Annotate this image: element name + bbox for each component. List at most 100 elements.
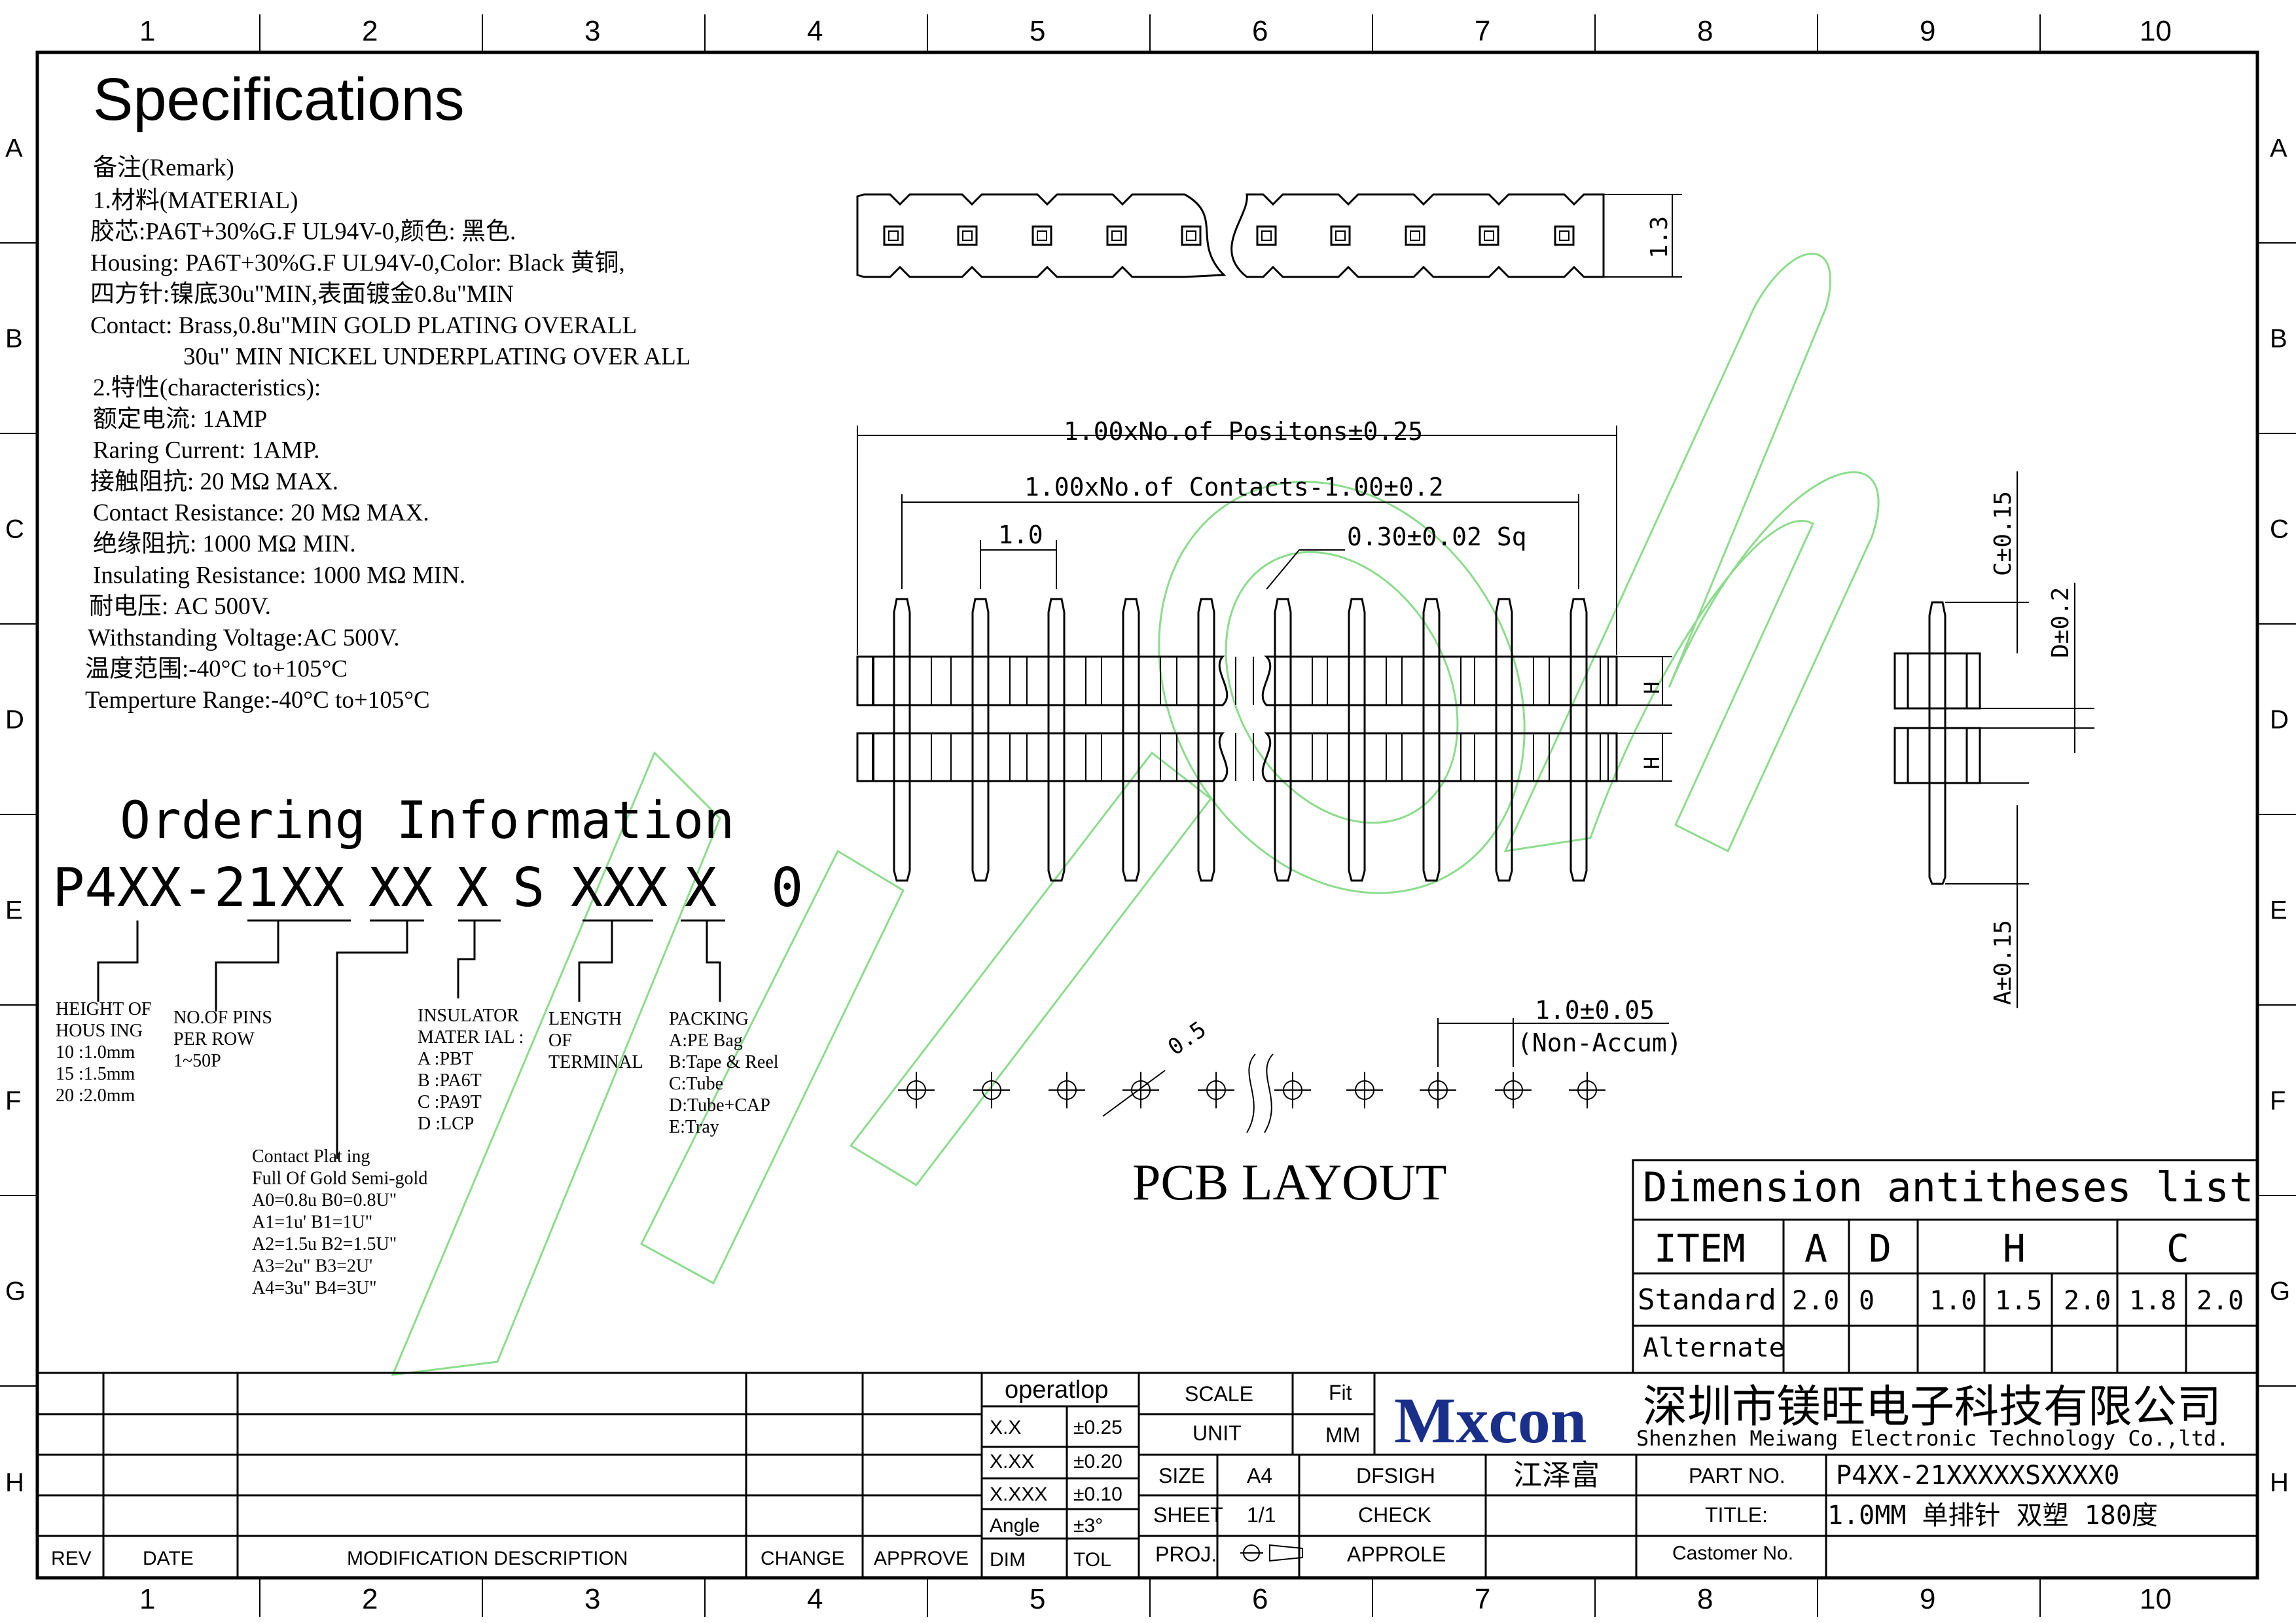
plating-option: A4=3u" B4=3U" — [252, 1278, 377, 1298]
remark-line: Insulating Resistance: 1000 MΩ MIN. — [93, 562, 465, 589]
insulator-option: A :PBT — [418, 1049, 473, 1069]
packing-option: E:Tray — [669, 1117, 719, 1137]
scale-label: SCALE — [1185, 1382, 1253, 1406]
title-value: 1.0MM 单排针 双塑 180度 — [1827, 1501, 2158, 1531]
packing-option: PACKING — [669, 1009, 749, 1029]
grid-col-label: 4 — [807, 1583, 823, 1615]
plating-option: A0=0.8u B0=0.8U" — [252, 1190, 397, 1211]
plating-option: A2=1.5u B2=1.5U" — [252, 1234, 397, 1254]
grid-col-label: 9 — [1920, 15, 1935, 47]
top-view: 1.3 — [856, 193, 1682, 278]
remark-lines: 1.材料(MATERIAL)胶芯:PA6T+30%G.F UL94V-0,颜色:… — [85, 187, 691, 714]
remark-line: 四方针:镍底30u"MIN,表面镀金0.8u"MIN — [90, 280, 514, 308]
grid-col-label: 6 — [1252, 15, 1268, 47]
grid-row-label: F — [5, 1087, 21, 1116]
side-view: C±0.15 D±0.2 A±0.15 — [1893, 471, 2094, 1008]
grid-row-label: D — [5, 706, 24, 735]
pins-option: NO.OF PINS — [173, 1008, 272, 1028]
grid-col-label: 6 — [1252, 1583, 1268, 1615]
grid-row-label: H — [5, 1468, 24, 1497]
contacts-dim: 1.00xNo.of Contacts-1.00±0.2 — [1024, 473, 1444, 501]
insulator-option: INSULATOR — [418, 1006, 519, 1026]
grid-row-label: G — [2270, 1277, 2290, 1306]
remark-line: 温度范围:-40°C to+105°C — [85, 655, 348, 683]
positions-dim: 1.00xNo.of Positons±0.25 — [1064, 417, 1423, 446]
tolerance-dim: Angle — [990, 1515, 1040, 1537]
company-logo: Mxcon — [1394, 1384, 1587, 1457]
grid-col-label: 5 — [1030, 1583, 1045, 1615]
revision-header: REV — [51, 1548, 92, 1569]
plating-option: Contact Plat ing — [252, 1146, 370, 1167]
tolerance-dim: X.X — [990, 1417, 1021, 1438]
packing-option: B:Tape & Reel — [669, 1052, 779, 1072]
front-view: 1.00xNo.of Positons±0.25 1.00xNo.of Cont… — [856, 417, 1672, 882]
height-option: HEIGHT OF — [56, 999, 151, 1019]
insulator-option: D :LCP — [418, 1114, 474, 1134]
grid-row-label: E — [5, 896, 23, 925]
size-label: SIZE — [1158, 1464, 1205, 1487]
part-no-label: PART NO. — [1689, 1464, 1785, 1487]
grid-col-label: 8 — [1697, 1583, 1713, 1615]
ordering-code-part: X — [685, 857, 717, 919]
part-no-value: P4XX-21XXXXXSXXXX0 — [1836, 1461, 2119, 1491]
tolerance-value: TOL — [1073, 1549, 1111, 1571]
dim-table-header: C — [2166, 1226, 2189, 1271]
plating-option: A1=1u' B1=1U" — [252, 1213, 372, 1233]
h-dim-top: H — [1640, 682, 1664, 694]
scale-value: Fit — [1329, 1381, 1352, 1404]
customer-no-label: Castomer No. — [1672, 1542, 1793, 1564]
remark-line: 额定电流: 1AMP — [93, 405, 267, 433]
dim-table-cell: 2.0 — [1792, 1286, 1839, 1316]
pitch-dim: 1.0 — [998, 520, 1043, 549]
plating-option: A3=2u" B3=2U' — [252, 1256, 372, 1277]
grid-col-label: 1 — [139, 1583, 155, 1615]
grid-col-label: 10 — [2140, 1583, 2172, 1615]
ordering-code-part: XXX — [571, 857, 668, 919]
sheet-label: SHEET — [1153, 1503, 1223, 1527]
revision-header: DATE — [143, 1548, 194, 1569]
remark-line: 耐电压: AC 500V. — [89, 593, 271, 620]
height-option: HOUS ING — [56, 1021, 143, 1041]
tolerance-value: ±3° — [1073, 1515, 1103, 1537]
revision-header: CHANGE — [761, 1548, 844, 1569]
remark-line: Contact: Brass,0.8u"MIN GOLD PLATING OVE… — [90, 312, 637, 339]
tolerance-value: ±0.10 — [1073, 1484, 1122, 1505]
grid-row-label: H — [2270, 1468, 2289, 1497]
pcb-pitch-dim: 1.0±0.05 — [1535, 996, 1655, 1025]
pins-option: PER ROW — [173, 1029, 255, 1049]
packing-option: C:Tube — [669, 1074, 723, 1094]
a-dim: A±0.15 — [1990, 920, 2017, 1005]
remark-line: Raring Current: 1AMP. — [93, 437, 319, 464]
grid-row-label: B — [2270, 325, 2287, 354]
ordering-code-part: S — [512, 857, 545, 919]
dim-table-cell: 1.0 — [1929, 1286, 1977, 1316]
remark-line: 30u" MIN NICKEL UNDERPLATING OVER ALL — [183, 344, 691, 371]
unit-label: UNIT — [1193, 1421, 1242, 1445]
ordering-heading: Ordering Information — [120, 792, 734, 850]
grid-row-label: C — [5, 515, 24, 544]
grid-col-label: 2 — [362, 15, 378, 47]
dim-table-cell: 1.5 — [1995, 1286, 2042, 1316]
grid-col-label: 7 — [1475, 1583, 1490, 1615]
projection-label: PROJ. — [1155, 1542, 1217, 1566]
dim-table-header: H — [2003, 1226, 2026, 1271]
packing-option: D:Tube+CAP — [669, 1095, 770, 1116]
length-option: TERMINAL — [548, 1052, 643, 1072]
insulator-option: MATER IAL : — [418, 1027, 524, 1048]
ordering-leaders — [97, 919, 725, 1159]
plating-option: Full Of Gold Semi-gold — [252, 1169, 427, 1189]
operatlop-label: operatlop — [1005, 1376, 1108, 1404]
remark-line: Temperture Range:-40°C to+105°C — [85, 687, 430, 714]
sheet-value: 1/1 — [1247, 1503, 1276, 1527]
dim-table-cell: 1.8 — [2129, 1286, 2176, 1316]
grid-col-label: 9 — [1920, 1583, 1935, 1615]
page-title: Specifications — [93, 66, 465, 133]
dimension-table-title: Dimension antitheses list — [1643, 1163, 2253, 1211]
grid-col-label: 8 — [1697, 15, 1713, 47]
dim-table-cell: 0 — [1859, 1286, 1874, 1316]
pcb-layout-title: PCB LAYOUT — [1132, 1154, 1446, 1211]
dim-table-header: D — [1869, 1226, 1892, 1271]
